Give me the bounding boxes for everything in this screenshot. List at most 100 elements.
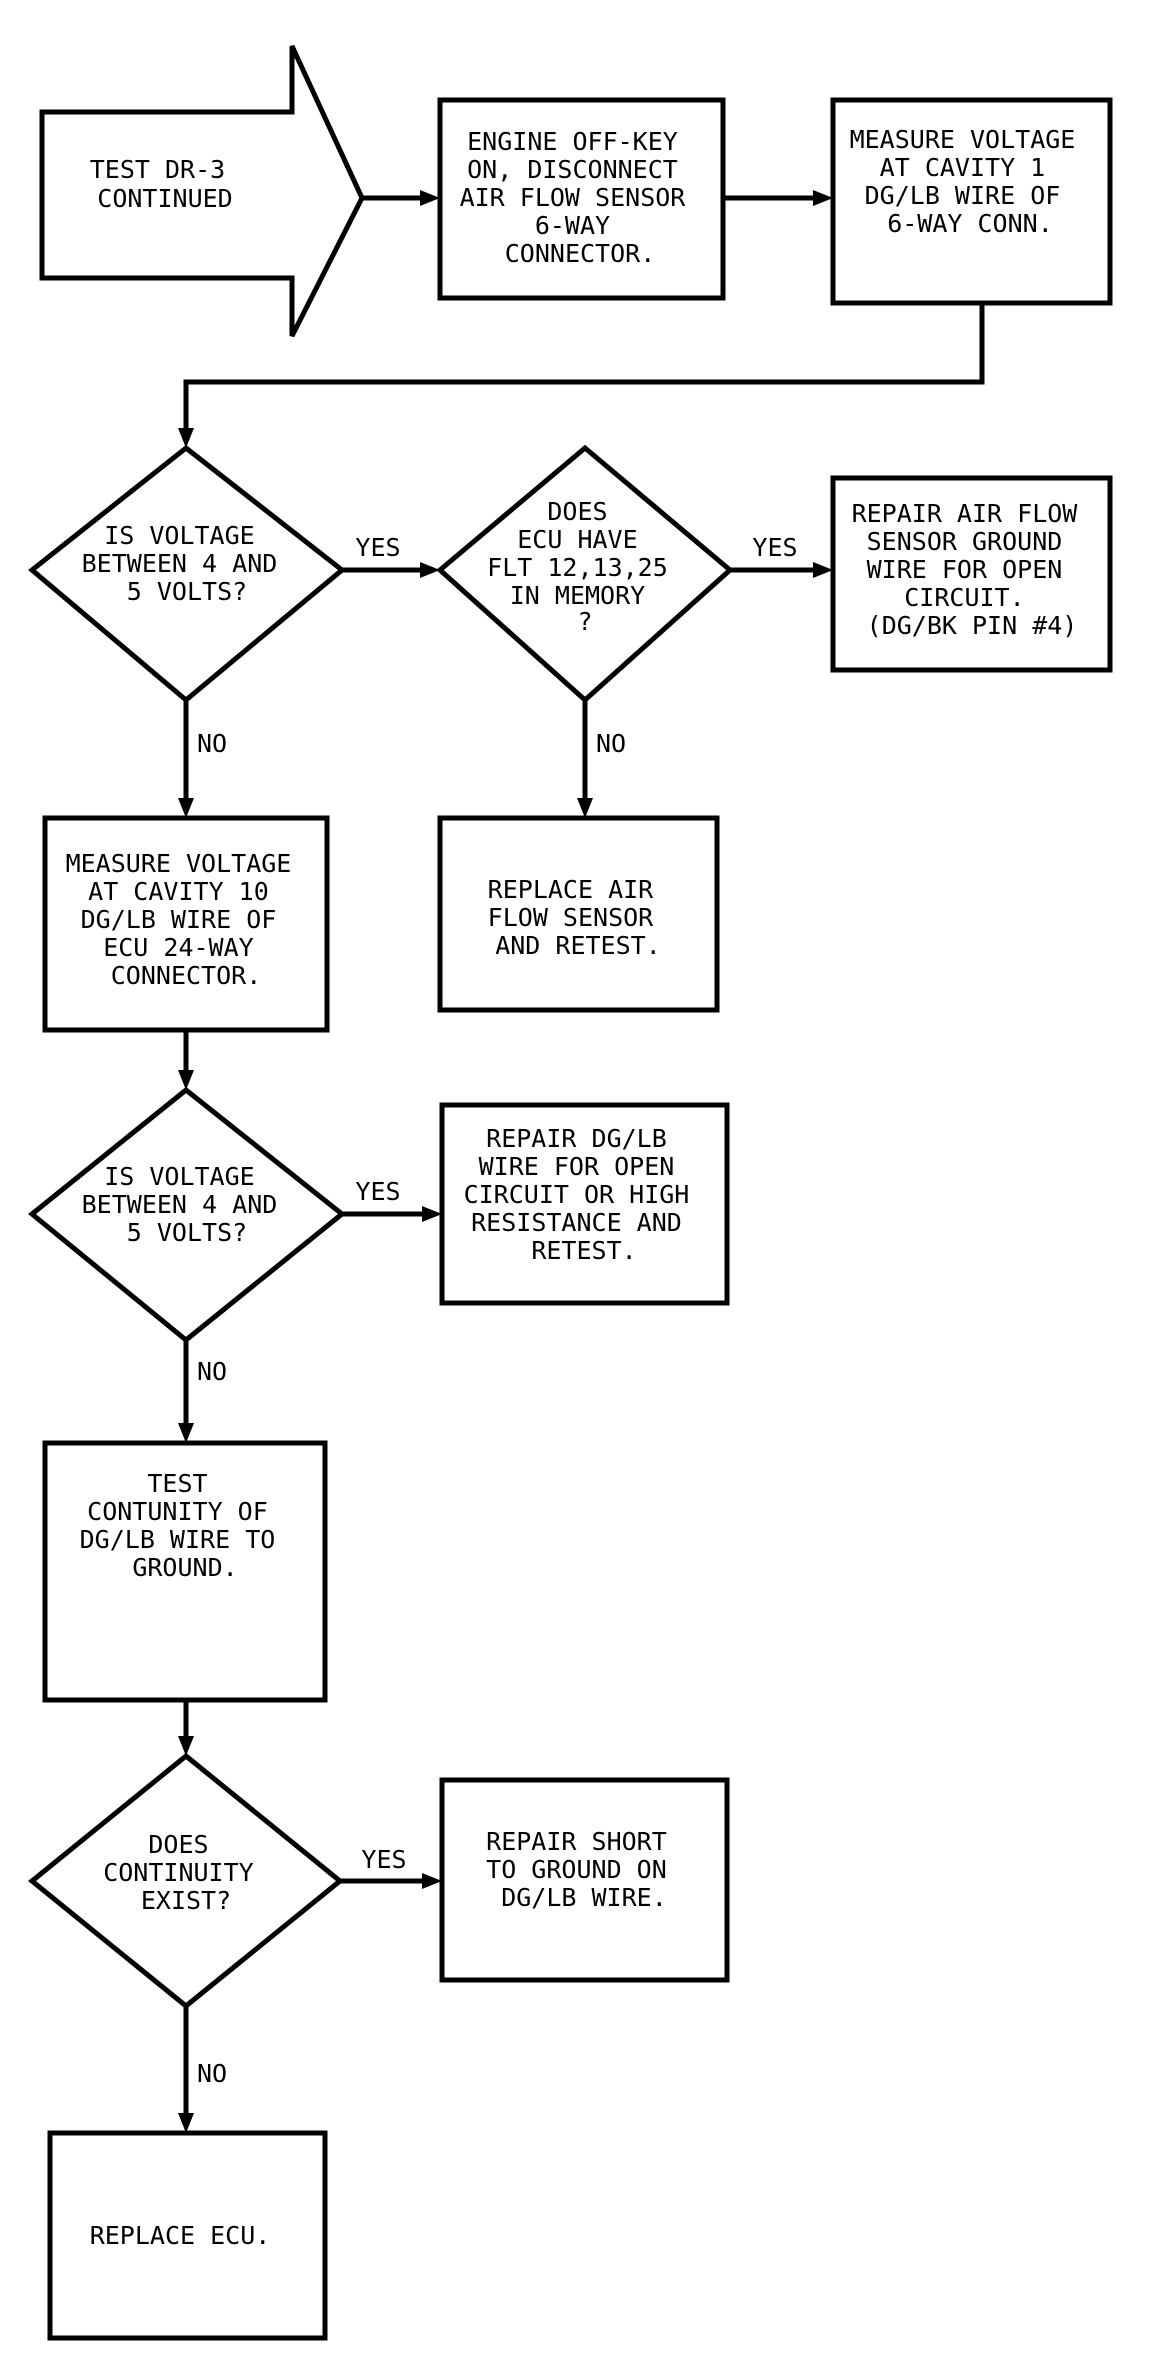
voltage-decision-2-diamond [28, 1086, 346, 1344]
repair-dglb-label-line: REPAIR DG/LB [486, 1124, 667, 1153]
edge-label-continuity-no: NO [197, 2059, 227, 2088]
ecu-memory-decision-label-line: DOES [547, 497, 607, 526]
test-continuity-label-line: DG/LB WIRE TO [80, 1525, 276, 1554]
engine-off-label-line: AIR FLOW SENSOR [460, 183, 687, 212]
repair-ground-label-line: CIRCUIT. [904, 583, 1024, 612]
repair-short-label-line: DG/LB WIRE. [501, 1883, 667, 1912]
repair-ground-label: REPAIR AIR FLOW SENSOR GROUND WIRE FOR O… [852, 499, 1093, 640]
test-continuity-label-line: GROUND. [132, 1553, 237, 1582]
edge-label-ecu-memory-no: NO [596, 729, 626, 758]
repair-dglb-label: REPAIR DG/LB WIRE FOR OPEN CIRCUIT OR HI… [464, 1124, 705, 1265]
repair-dglb-label-line: WIRE FOR OPEN [479, 1152, 675, 1181]
start-label-line: TEST DR-3 [90, 155, 225, 184]
repair-dglb-label-line: RESISTANCE AND [471, 1208, 682, 1237]
repair-ground-box [830, 475, 1113, 673]
continuity-decision-label-line: DOES [148, 1830, 208, 1859]
connector-start-to-engine-off [362, 190, 440, 206]
voltage-decision-label-line: IS VOLTAGE [104, 521, 255, 550]
ecu-memory-decision-label-line: ? [577, 607, 592, 636]
edge-label-voltage-yes: YES [355, 533, 400, 562]
replace-ecu-label: REPLACE ECU. [90, 2221, 271, 2250]
connector-continuity-decision-no [178, 2006, 194, 2133]
connector-ecu-memory-no [577, 700, 593, 818]
measure-cavity1-label-line: MEASURE VOLTAGE [850, 125, 1076, 154]
measure-cavity10-box [42, 815, 330, 1033]
engine-off-label-line: ON, DISCONNECT [467, 155, 678, 184]
continuity-decision-label-line: EXIST? [141, 1886, 231, 1915]
measure-cavity10-label: MEASURE VOLTAGE AT CAVITY 10 DG/LB WIRE … [66, 849, 307, 990]
ecu-memory-decision-label-line: FLT 12,13,25 [487, 553, 668, 582]
voltage-decision-2-label-line: IS VOLTAGE [104, 1162, 255, 1191]
voltage-decision-label-line: 5 VOLTS? [127, 577, 247, 606]
edge-label-voltage-2-yes: YES [355, 1177, 400, 1206]
edge-label-voltage-no: NO [197, 729, 227, 758]
replace-ecu-label-line: REPLACE ECU. [90, 2221, 271, 2250]
replace-sensor-label-line: AND RETEST. [495, 931, 661, 960]
measure-cavity10-label-line: CONNECTOR. [111, 961, 262, 990]
connector-test-continuity-to-decision [178, 1700, 194, 1756]
voltage-decision-2-label-line: BETWEEN 4 AND [82, 1190, 278, 1219]
repair-dglb-label-line: RETEST. [531, 1236, 636, 1265]
test-continuity-label-line: CONTUNITY OF [87, 1497, 268, 1526]
replace-sensor-box [437, 815, 720, 1013]
edge-label-voltage-2-no: NO [197, 1357, 227, 1386]
edge-label-ecu-memory-yes: YES [752, 533, 797, 562]
voltage-decision-label-line: BETWEEN 4 AND [82, 549, 278, 578]
repair-short-label: REPAIR SHORT TO GROUND ON DG/LB WIRE. [486, 1827, 682, 1912]
repair-ground-label-line: (DG/BK PIN #4) [867, 611, 1078, 640]
test-continuity-label: TEST CONTUNITY OF DG/LB WIRE TO GROUND. [80, 1469, 291, 1582]
engine-off-label-line: ENGINE OFF-KEY [467, 127, 678, 156]
measure-cavity1-label-line: DG/LB WIRE OF [865, 181, 1061, 210]
measure-cavity10-label-line: AT CAVITY 10 [88, 877, 269, 906]
voltage-decision-label: IS VOLTAGE BETWEEN 4 AND 5 VOLTS? [82, 521, 293, 606]
replace-ecu-box [47, 2130, 328, 2341]
connector-measure-cavity10-to-voltage-decision-2 [178, 1030, 194, 1090]
measure-cavity10-label-line: DG/LB WIRE OF [81, 905, 277, 934]
measure-cavity1-label-line: AT CAVITY 1 [880, 153, 1046, 182]
test-continuity-label-line: TEST [147, 1469, 207, 1498]
connector-engine-off-to-measure-cavity1 [723, 190, 833, 206]
voltage-decision-2-label-line: 5 VOLTS? [127, 1218, 247, 1247]
connector-voltage-decision-2-no [178, 1340, 194, 1443]
repair-ground-label-line: WIRE FOR OPEN [867, 555, 1063, 584]
start-label-line: CONTINUED [97, 184, 232, 213]
measure-cavity1-label: MEASURE VOLTAGE AT CAVITY 1 DG/LB WIRE O… [850, 125, 1091, 238]
measure-cavity10-label-line: MEASURE VOLTAGE [66, 849, 292, 878]
replace-sensor-label-line: FLOW SENSOR [488, 903, 655, 932]
engine-off-box [437, 97, 726, 301]
continuity-decision-label-line: CONTINUITY [103, 1858, 254, 1887]
ecu-memory-decision-diamond [436, 444, 734, 704]
repair-short-label-line: REPAIR SHORT [486, 1827, 667, 1856]
continuity-decision-label: DOES CONTINUITY EXIST? [103, 1830, 269, 1915]
repair-dglb-box [439, 1102, 730, 1306]
connector-continuity-decision-yes [340, 1873, 442, 1889]
measure-cavity10-label-line: ECU 24-WAY [103, 933, 254, 962]
repair-ground-label-line: SENSOR GROUND [867, 527, 1063, 556]
measure-cavity1-label-line: 6-WAY CONN. [887, 209, 1053, 238]
measure-cavity1-box [830, 97, 1113, 306]
repair-dglb-label-line: CIRCUIT OR HIGH [464, 1180, 690, 1209]
engine-off-label: ENGINE OFF-KEY ON, DISCONNECT AIR FLOW S… [460, 127, 701, 268]
start-arrow-shape [39, 44, 365, 338]
edge-label-continuity-yes: YES [361, 1845, 406, 1874]
connector-measure-cavity1-to-voltage-decision [178, 303, 985, 448]
continuity-decision-diamond [28, 1752, 344, 2010]
replace-sensor-label-line: REPLACE AIR [488, 875, 655, 904]
ecu-memory-decision-label: DOES ECU HAVE FLT 12,13,25 IN MEMORY ? [487, 497, 683, 636]
connector-ecu-memory-yes [730, 562, 833, 578]
replace-sensor-label: REPLACE AIR FLOW SENSOR AND RETEST. [488, 875, 669, 960]
ecu-memory-decision-label-line: ECU HAVE [517, 525, 637, 554]
start-label: TEST DR-3 CONTINUED [90, 155, 241, 213]
engine-off-label-line: 6-WAY [535, 211, 610, 240]
connector-voltage-decision-no [178, 700, 194, 818]
repair-ground-label-line: REPAIR AIR FLOW [852, 499, 1079, 528]
connector-voltage-decision-yes [342, 562, 440, 578]
repair-short-box [439, 1777, 730, 1983]
engine-off-label-line: CONNECTOR. [505, 239, 656, 268]
voltage-decision-diamond [28, 444, 346, 704]
ecu-memory-decision-label-line: IN MEMORY [510, 581, 645, 610]
voltage-decision-2-label: IS VOLTAGE BETWEEN 4 AND 5 VOLTS? [82, 1162, 293, 1247]
repair-short-label-line: TO GROUND ON [486, 1855, 667, 1884]
